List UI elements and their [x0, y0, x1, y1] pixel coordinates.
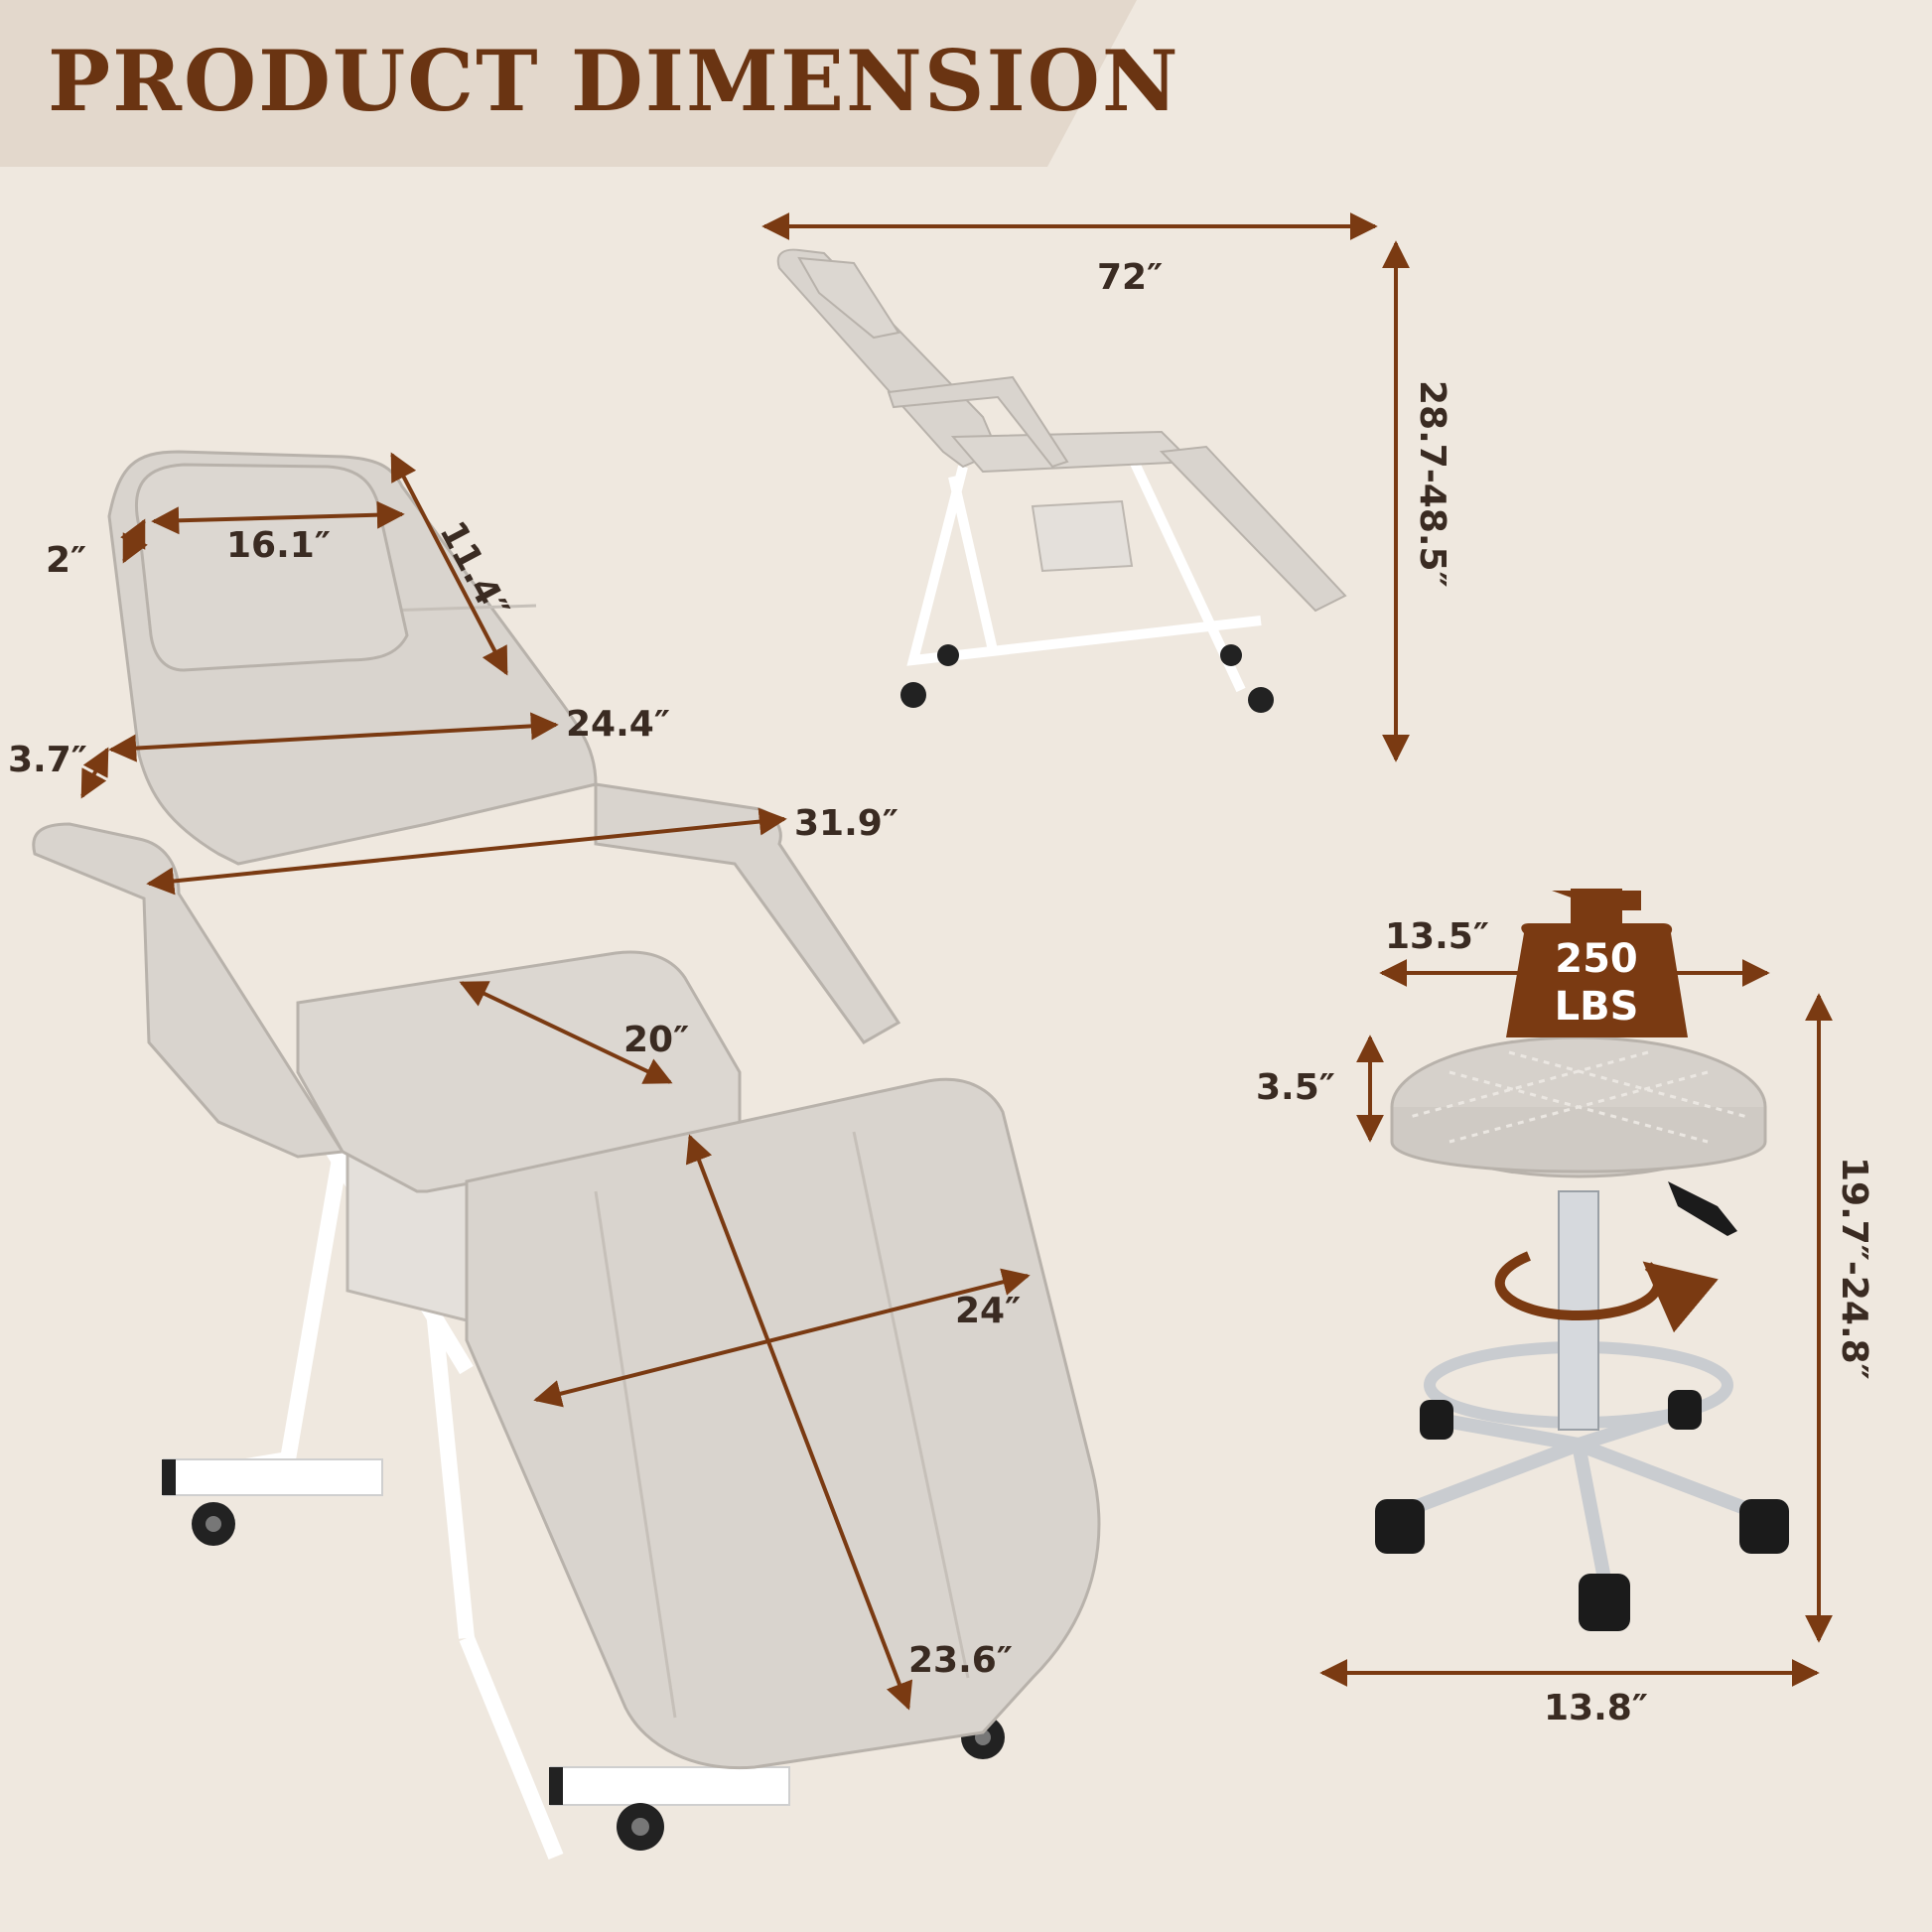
flat-bed-illustration [776, 248, 1347, 713]
seat-depth-label: 20″ [623, 1020, 690, 1060]
stool-illustration [1375, 1035, 1789, 1631]
backrest-depth-label: 3.7″ [8, 740, 87, 780]
weight-capacity-unit: LBS [1554, 984, 1639, 1030]
headrest-width-label: 16.1″ [226, 525, 331, 566]
headrest-length-label: 11.4″ [431, 514, 516, 626]
armrest-width-label: 31.9″ [794, 803, 898, 844]
bed-length-label: 72″ [1097, 257, 1164, 298]
stool-base-diameter-label: 13.8″ [1544, 1688, 1648, 1728]
bed-height-label: 28.7-48.5″ [1412, 380, 1452, 588]
backrest-width-label: 24.4″ [566, 704, 670, 745]
leg-width-label: 24″ [955, 1291, 1022, 1331]
stool-height-label: 19.7″-24.8″ [1834, 1157, 1874, 1380]
weight-capacity-value: 250 [1555, 936, 1638, 982]
stool-seat-diameter-label: 13.5″ [1385, 916, 1489, 957]
stool-seat-thickness-label: 3.5″ [1256, 1067, 1335, 1108]
headrest-depth-label: 2″ [46, 540, 87, 581]
page-title: PRODUCT DIMENSION [48, 32, 1180, 130]
leg-length-label: 23.6″ [908, 1640, 1013, 1681]
